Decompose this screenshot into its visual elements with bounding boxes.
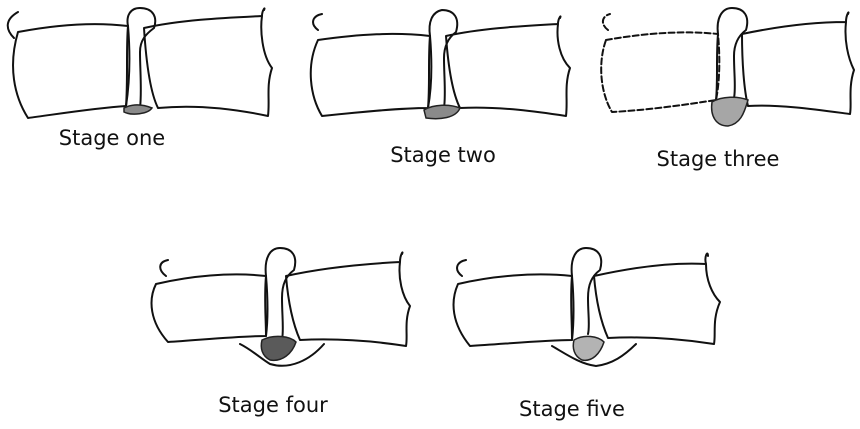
stage-two-label: Stage two <box>390 143 496 167</box>
stage-two-panel: Stage two <box>311 10 570 167</box>
stage-four-panel: Stage four <box>152 248 410 417</box>
stage-four-label: Stage four <box>218 393 328 417</box>
stage-one-lesion <box>124 105 152 114</box>
stage-four-lesion <box>261 336 296 360</box>
stage-five-label: Stage five <box>519 397 625 421</box>
stage-one-label: Stage one <box>59 126 165 150</box>
stage-two-lesion <box>424 105 460 118</box>
stage-three-lesion <box>712 97 748 126</box>
stage-three-label: Stage three <box>657 147 780 171</box>
stage-five-lesion <box>573 336 604 360</box>
stage-two-vertebrae-illustration <box>311 10 570 116</box>
stage-five-panel: Stage five <box>454 248 720 421</box>
stage-one-vertebrae-illustration <box>8 8 272 118</box>
stage-one-panel: Stage one <box>8 8 272 150</box>
stage-three-panel: Stage three <box>601 8 854 171</box>
